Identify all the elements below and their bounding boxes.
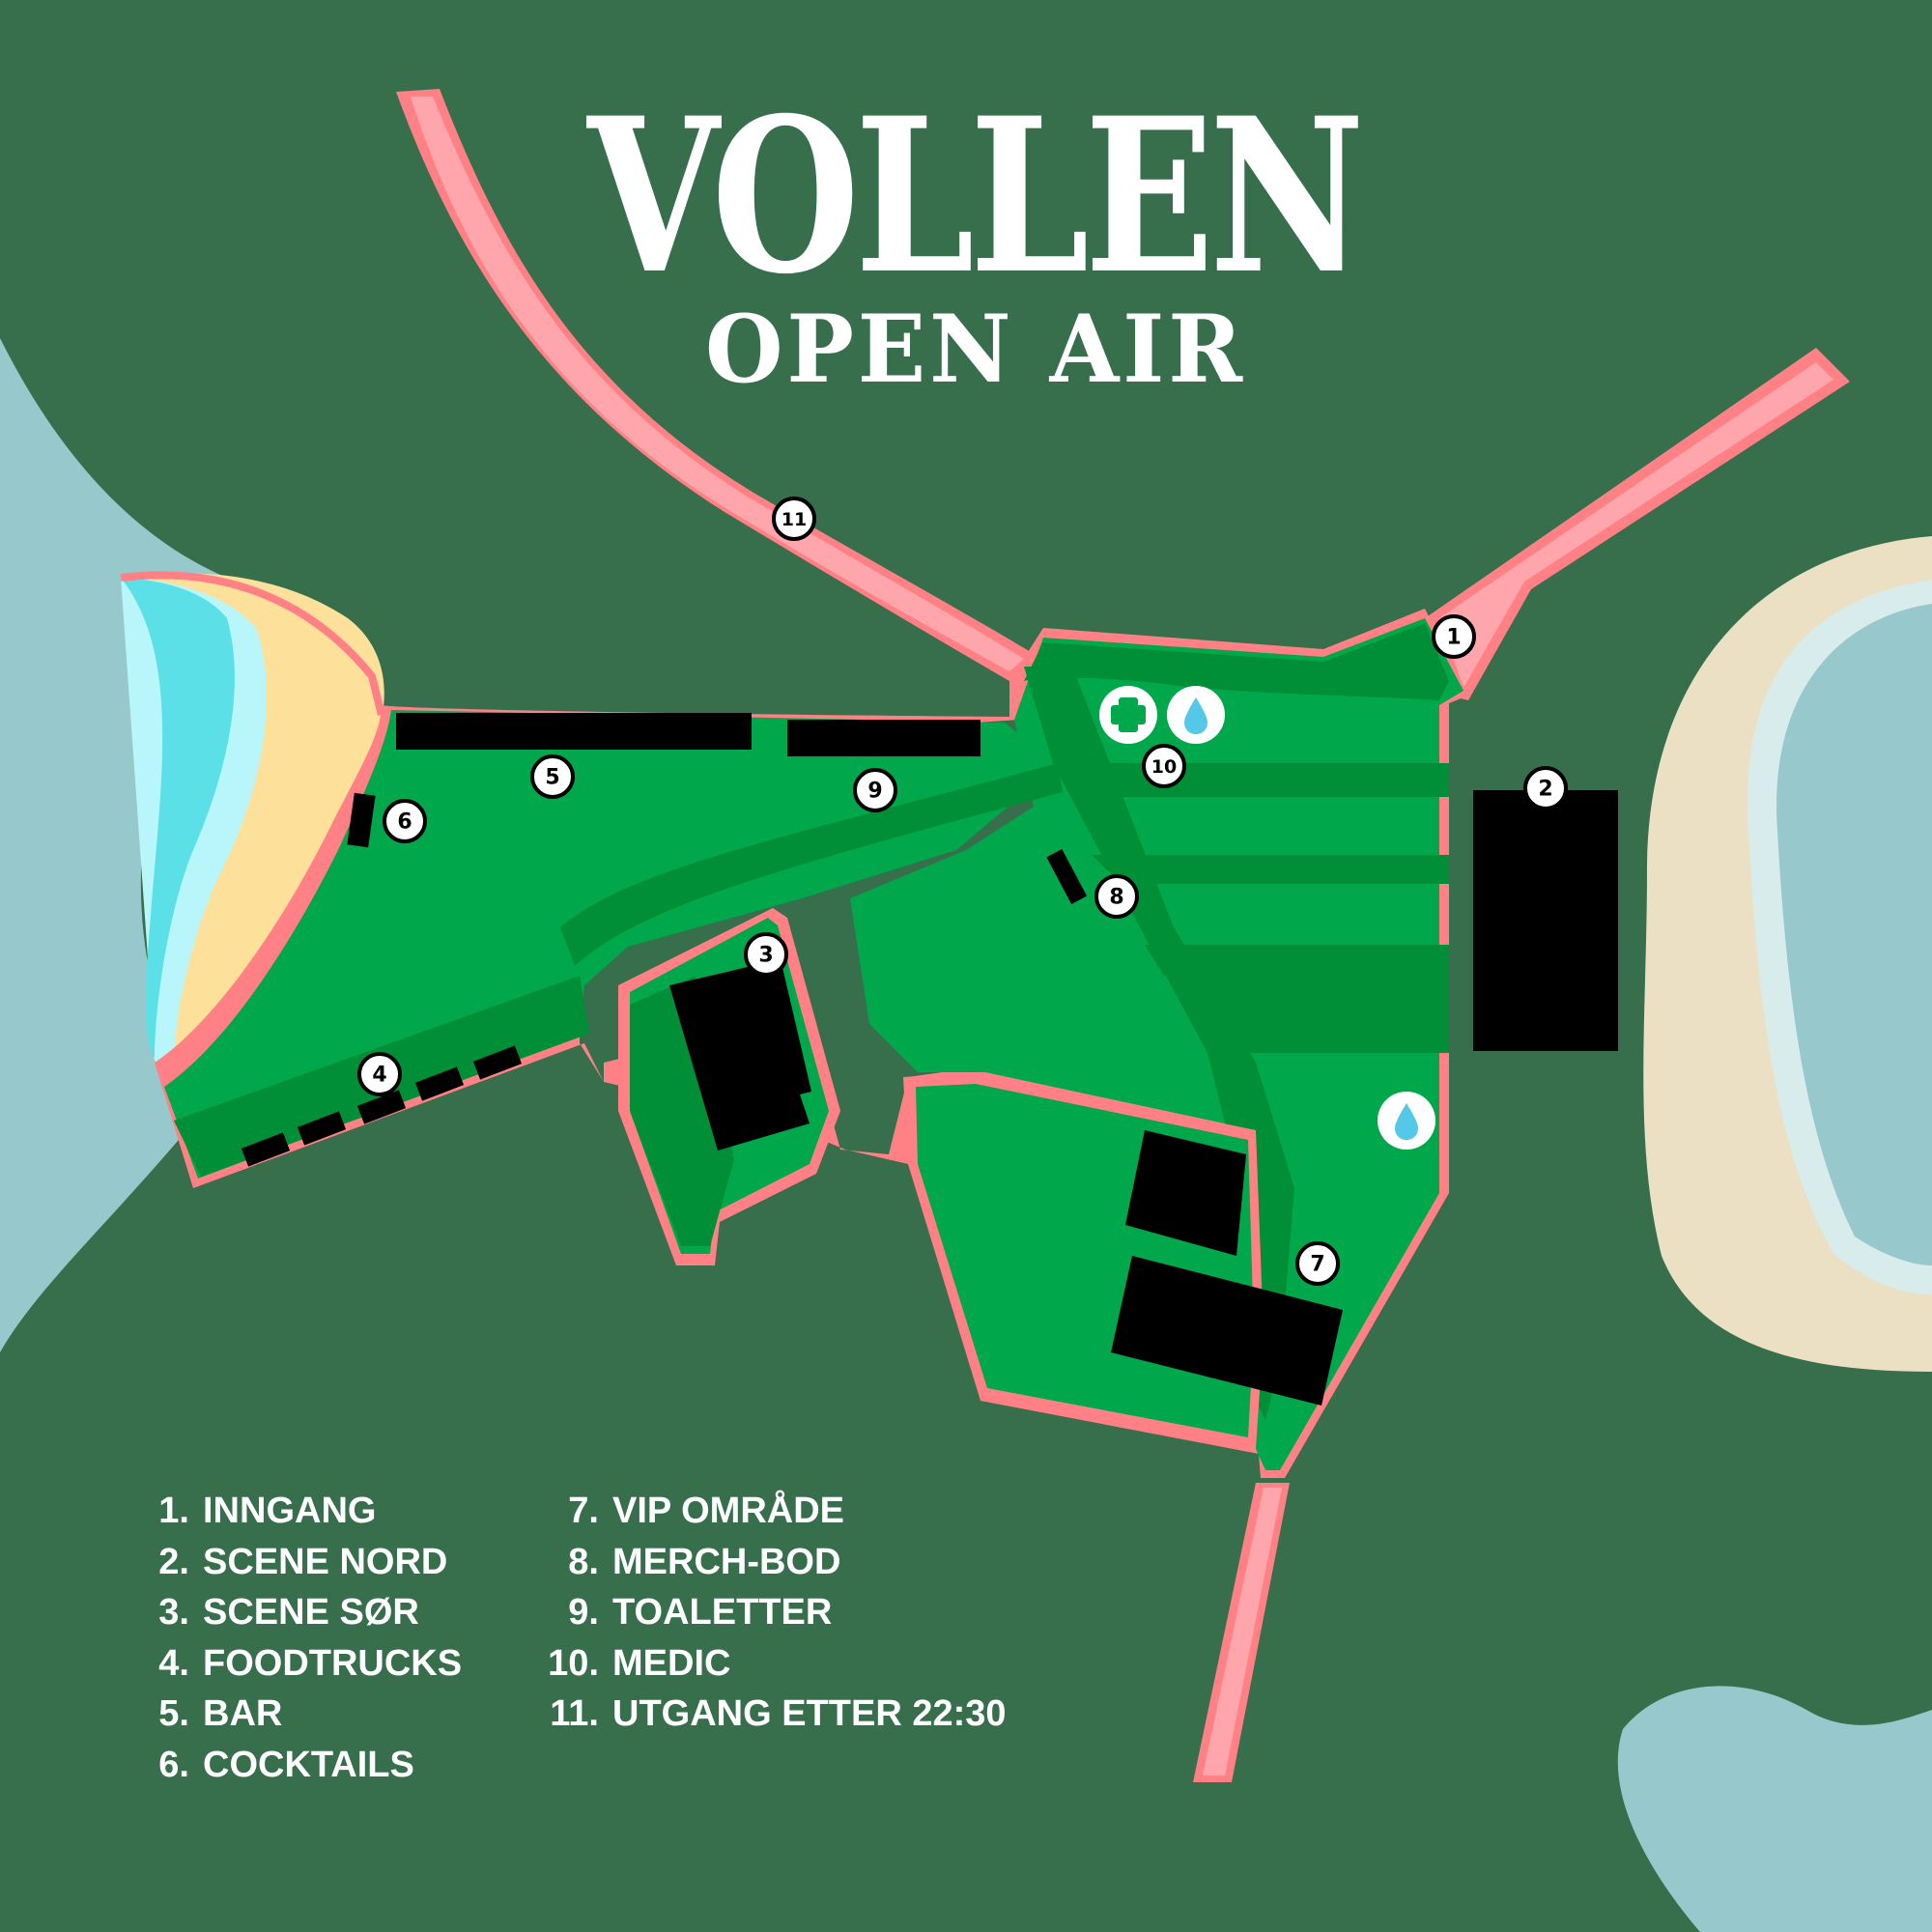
legend-right-column: 7. VIP OMRÅDE 8. MERCH-BOD 9. TOALETTER 10. MED… [529,1486,1007,1740]
legend-item: 2. SCENE NORD [143,1537,462,1588]
bottom-path [1203,1488,1282,1776]
beach-border-top [120,571,385,716]
water-drop-icon [1167,686,1225,744]
legend-label: SCENE SØR [203,1592,419,1633]
legend-number: 10. [548,1642,599,1684]
marker-label: 7 [1310,1253,1324,1277]
legend-number: 6. [158,1744,189,1785]
marker-label: 3 [758,944,773,968]
legend-label: TOALETTER [612,1592,833,1633]
marker-label: 10 [1151,756,1177,778]
legend-item: 3. SCENE SØR [143,1587,462,1638]
marker-8[interactable]: 8 [1094,874,1139,919]
legend-item: 8. MERCH-BOD [529,1537,1007,1588]
marker-label: 2 [1538,778,1552,802]
foodtruck-2 [297,1111,347,1146]
legend-number: 8. [568,1541,599,1582]
legend-label: UTGANG ETTER 22:30 [612,1693,1007,1734]
marker-label: 5 [545,766,559,790]
marker-1[interactable]: 1 [1432,614,1476,659]
legend-item: 4. FOODTRUCKS [143,1638,462,1690]
marker-2[interactable]: 2 [1523,766,1568,810]
foodtruck-1 [241,1132,291,1167]
logo-title: VOLLEN [585,71,1360,321]
foodtruck-5 [472,1045,523,1080]
legend-item: 11. UTGANG ETTER 22:30 [529,1689,1007,1740]
legend-item: 10. MEDIC [529,1638,1007,1690]
right-water [1776,604,1932,1265]
legend-left-column: 1. INNGANG 2. SCENE NORD 3. SCENE SØR 4. FOODTR… [143,1486,462,1790]
medical-cross-icon [1099,686,1157,744]
legend-label: INNGANG [203,1491,377,1531]
marker-9[interactable]: 9 [853,768,897,812]
marker-6[interactable]: 6 [383,799,427,843]
legend-item: 9. TOALETTER [529,1587,1007,1638]
legend-number: 2. [158,1541,189,1582]
marker-3[interactable]: 3 [744,932,788,977]
legend-label: FOODTRUCKS [203,1642,463,1684]
marker-label: 8 [1109,886,1123,910]
legend-number: 1. [158,1491,189,1531]
legend-number: 7. [568,1491,599,1531]
vip-tent-2 [1111,1256,1343,1406]
legend-number: 5. [158,1693,189,1734]
bar-building [396,713,752,750]
scene-sor-stage [669,959,811,1151]
legend-label: MERCH-BOD [612,1541,841,1582]
legend-label: VIP OMRÅDE [612,1491,845,1531]
legend-label: MEDIC [612,1642,731,1684]
legend-number: 11. [550,1693,599,1734]
marker-label: 4 [372,1064,386,1088]
entrance-path [1439,362,1833,688]
legend-number: 3. [158,1592,189,1633]
marker-label: 9 [867,780,882,804]
legend-item: 1. INNGANG [143,1486,462,1537]
toilets-building [787,720,980,756]
legend-label: SCENE NORD [203,1541,448,1582]
marker-7[interactable]: 7 [1295,1241,1340,1286]
lake [121,578,235,1058]
legend-item: 7. VIP OMRÅDE [529,1486,1007,1537]
logo-subtitle: OPEN AIR [705,295,1246,404]
north-grass-shade [1024,623,1449,700]
exit-path-border [396,89,1038,681]
water-drop-icon [1378,1092,1435,1150]
scene-nord-stage [1473,790,1618,1051]
legend-number: 4. [158,1642,189,1684]
foodtruck-3 [356,1090,407,1124]
marker-11[interactable]: 11 [772,497,816,541]
legend-label: BAR [203,1693,283,1734]
foodtruck-4 [414,1066,465,1101]
legend-number: 9. [568,1592,599,1633]
marker-4[interactable]: 4 [357,1052,402,1096]
stripe-2 [1092,855,1449,884]
marker-label: 11 [781,509,807,530]
marker-10[interactable]: 10 [1142,744,1186,788]
legend-label: COCKTAILS [203,1744,414,1785]
marker-5[interactable]: 5 [530,754,575,799]
cross-walkway [560,763,1063,966]
beach [121,573,384,1121]
legend-item: 5. BAR [143,1689,462,1740]
stripe-4 [1198,966,1449,1053]
bottom-right-water [1617,1686,1932,1932]
merch-booth [1046,848,1088,904]
cocktails-bar [347,792,376,848]
marker-label: 1 [1446,626,1461,650]
vip-tent-1 [1125,1130,1246,1256]
marker-label: 6 [397,810,412,835]
legend-item: 6. COCKTAILS [143,1740,462,1791]
